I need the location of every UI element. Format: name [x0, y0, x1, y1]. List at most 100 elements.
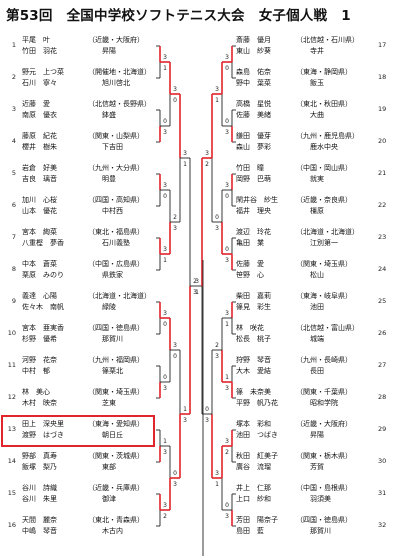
region-label: （中国・島根県） — [296, 484, 352, 492]
event-name: 女子個人戦 — [258, 8, 328, 24]
player-names: 柴田 嘉莉篠見 彩生 — [236, 291, 291, 313]
match-score: 3 — [215, 225, 219, 232]
affiliation: （四国・徳島県）那賀川 — [296, 515, 371, 537]
player-names: 秋田 紅美子廣谷 流瑠 — [236, 451, 291, 473]
match-score: 1 — [163, 438, 167, 445]
region-label: （開催地・北海道） — [88, 68, 151, 76]
player-names: 斎藤 優月東山 紗葵 — [236, 35, 291, 57]
affiliation: （東北・秋田県）大曲 — [296, 99, 371, 121]
player-name: 佐藤 愛 — [236, 260, 264, 268]
player-name: 南原 優衣 — [22, 111, 57, 119]
player-names: 高橋 星悦佐藤 美緒 — [236, 99, 291, 121]
entry-number: 31 — [378, 489, 387, 497]
affiliation: （関東・山梨県）下吉田 — [88, 131, 163, 153]
player-names: 天間 麗奈中嶋 琴音 — [22, 515, 77, 537]
match-score: 2 — [193, 278, 197, 285]
match-score: 3 — [173, 342, 177, 349]
player-name: 櫻井 樹朱 — [22, 143, 57, 151]
entry-number: 24 — [378, 265, 387, 273]
player-name: 中村 郁 — [22, 367, 50, 375]
player-name: 竹田 羽花 — [22, 47, 57, 55]
region-label: （東北・福島県） — [88, 228, 144, 236]
player-names: 佐藤 愛笹野 心 — [236, 259, 291, 281]
match-score: 1 — [225, 321, 229, 328]
region-label: （中国・岡山県） — [296, 164, 352, 172]
school-label: 鹿水中央 — [310, 143, 338, 151]
affiliation: （東北・福島県）石川義塾 — [88, 227, 163, 249]
entry-number: 29 — [378, 425, 387, 433]
player-name: 亀田 業 — [236, 239, 264, 247]
region-label: （関東・埼玉県） — [296, 260, 352, 268]
player-names: 閑井谷 紗生福井 理央 — [236, 195, 291, 217]
affiliation: （四国・高知県）中村西 — [88, 195, 163, 217]
entry-number: 4 — [11, 137, 16, 145]
match-score: 3 — [183, 417, 187, 424]
player-name: 高橋 星悦 — [236, 100, 271, 108]
region-label: （九州・鹿児島県） — [296, 132, 359, 140]
match-score: 3 — [195, 278, 199, 285]
region-label: （北信越・石川県） — [296, 36, 359, 44]
match-score: 0 — [163, 321, 167, 328]
player-name: 竹田 瞳 — [236, 164, 264, 172]
region-label: （東海・岐阜県） — [296, 292, 352, 300]
region-label: （中国・広島県） — [88, 260, 144, 268]
player-name: 篠見 彩生 — [236, 303, 271, 311]
match-score: 0 — [205, 406, 209, 413]
edition-label: 第53回 — [6, 8, 53, 24]
player-name: 義達 心陽 — [22, 292, 57, 300]
player-name: 栗原 みのり — [22, 271, 64, 279]
affiliation: （九州・鹿児島県） 鹿水中央 — [296, 131, 371, 153]
entry-number: 16 — [7, 521, 16, 529]
player-name: 森山 夢彩 — [236, 143, 271, 151]
player-name: 谷川 朱里 — [22, 495, 57, 503]
player-names: 藤原 紀花櫻井 樹朱 — [22, 131, 77, 153]
player-name: 平尾 叶 — [22, 36, 50, 44]
match-score: 0 — [163, 118, 167, 125]
match-score: 3 — [193, 289, 197, 296]
match-score: 3 — [215, 353, 219, 360]
player-name: 芳田 陽奈子 — [236, 516, 278, 524]
match-score: 2 — [205, 161, 209, 168]
match-score: 3 — [173, 86, 177, 93]
player-names: 宮本 亜実香杉野 優希 — [22, 323, 77, 345]
entry-number: 27 — [378, 361, 387, 369]
affiliation: （関東・千葉県）昭和学院 — [296, 387, 371, 409]
match-score: 1 — [215, 481, 219, 488]
match-score: 1 — [195, 289, 199, 296]
entry-number: 11 — [7, 361, 16, 369]
school-label: 那賀川 — [310, 527, 331, 535]
match-score: 3 — [225, 54, 229, 61]
entry-number: 22 — [378, 201, 387, 209]
school-label: 長田 — [310, 367, 324, 375]
match-score: 1 — [163, 65, 167, 72]
affiliation: （中国・島根県）羽須美 — [296, 483, 371, 505]
player-name: 木村 映奈 — [22, 399, 57, 407]
entry-number: 19 — [378, 105, 387, 113]
entry-number: 10 — [7, 329, 16, 337]
region-label: （関東・千葉県） — [296, 388, 352, 396]
school-label: 御津 — [102, 495, 116, 503]
entry-number: 9 — [11, 297, 16, 305]
entry-number: 26 — [378, 329, 387, 337]
region-label: （四国・高知県） — [88, 196, 144, 204]
region-label: （北海道・北海道） — [88, 292, 151, 300]
match-score: 3 — [215, 470, 219, 477]
player-names: 森島 佑奈野中 葉菜 — [236, 67, 291, 89]
school-label: 城端 — [310, 335, 324, 343]
entry-number: 12 — [7, 393, 16, 401]
match-score: 0 — [225, 193, 229, 200]
player-names: 林 美心木村 映奈 — [22, 387, 77, 409]
affiliation: （中国・広島県）県鉄家 — [88, 259, 163, 281]
match-score: 3 — [225, 257, 229, 264]
player-name: 石川 寧々 — [22, 79, 57, 87]
school-label: 飯玉 — [310, 79, 324, 87]
player-names: 野部 真寿飯塚 梨乃 — [22, 451, 77, 473]
